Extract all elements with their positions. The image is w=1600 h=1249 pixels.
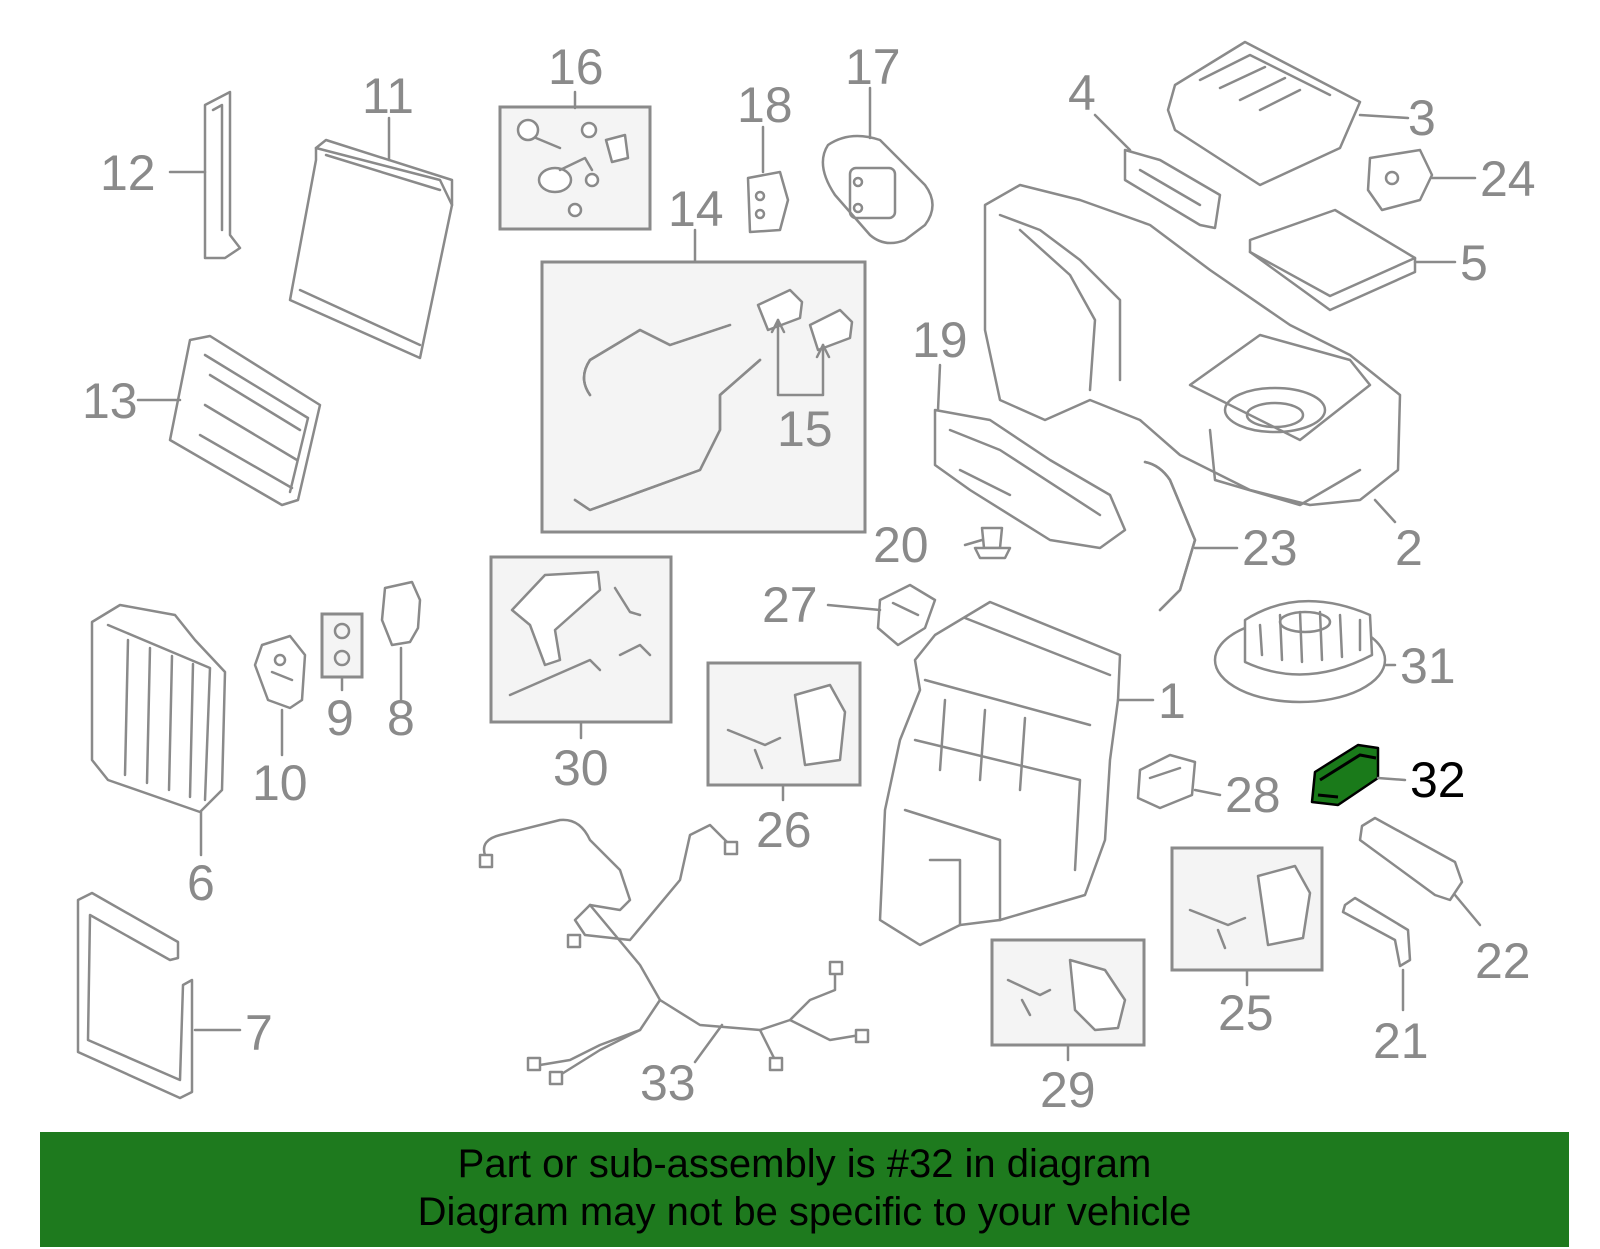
part-12-bracket[interactable] <box>203 90 242 260</box>
banner-line-1: Part or sub-assembly is #32 in diagram <box>457 1142 1152 1186</box>
callout-27: 27 <box>762 577 818 633</box>
callout-2: 2 <box>1395 520 1423 576</box>
part-26-actuator[interactable] <box>726 683 847 770</box>
callout-9: 9 <box>326 690 354 746</box>
part-main-housing[interactable] <box>983 183 1402 507</box>
callout-20: 20 <box>873 517 929 573</box>
part-5-filter[interactable] <box>1248 208 1417 312</box>
group-box-14 <box>540 260 867 534</box>
part-29-actuator[interactable] <box>1006 958 1127 1032</box>
callout-8: 8 <box>387 690 415 746</box>
part-11-core[interactable] <box>288 138 454 360</box>
callout-11: 11 <box>362 68 414 124</box>
part-3-duct[interactable] <box>1166 40 1362 187</box>
part-20-screw[interactable] <box>973 526 1012 560</box>
callout-17: 17 <box>845 39 901 95</box>
callout-33: 33 <box>640 1055 696 1111</box>
callout-14: 14 <box>668 181 724 237</box>
part-10-valve[interactable] <box>253 634 307 710</box>
part-23-drain-hose[interactable] <box>1143 460 1197 612</box>
part-27-actuator[interactable] <box>876 583 937 647</box>
part-13-heater-core[interactable] <box>168 334 322 507</box>
callout-12: 12 <box>100 145 156 201</box>
group-box-9 <box>320 612 364 679</box>
callout-26: 26 <box>756 802 812 858</box>
callout-1: 1 <box>1158 673 1186 729</box>
callout-16: 16 <box>548 39 604 95</box>
part-30-linkage[interactable] <box>508 570 652 697</box>
callout-23: 23 <box>1242 520 1298 576</box>
callout-19: 19 <box>912 312 968 368</box>
callout-5: 5 <box>1460 235 1488 291</box>
part-19-duct[interactable] <box>933 408 1127 550</box>
callout-28: 28 <box>1225 767 1281 823</box>
part-18-sensor[interactable] <box>746 170 790 234</box>
info-banner: Part or sub-assembly is #32 in diagram D… <box>40 1132 1569 1247</box>
part-22-sensor[interactable] <box>1358 816 1464 902</box>
part-16-fittings[interactable] <box>516 118 630 218</box>
banner-line-2: Diagram may not be specific to your vehi… <box>417 1190 1192 1234</box>
callout-21: 21 <box>1373 1013 1429 1069</box>
part-9-seals[interactable] <box>333 622 351 667</box>
callout-7: 7 <box>245 1005 273 1061</box>
part-6-evaporator[interactable] <box>90 603 227 814</box>
callout-15: 15 <box>777 401 833 457</box>
callout-32: 32 <box>1410 752 1466 808</box>
callout-29: 29 <box>1040 1062 1096 1118</box>
part-14-hoses[interactable] <box>573 323 762 512</box>
callout-4: 4 <box>1068 65 1096 121</box>
part-21-sensor[interactable] <box>1341 896 1412 968</box>
callout-18: 18 <box>737 77 793 133</box>
part-8-valve[interactable] <box>380 580 422 647</box>
parts-diagram: 12 11 13 16 18 17 14 15 4 3 24 5 19 2 20… <box>76 39 1536 1118</box>
part-7-gasket[interactable] <box>76 891 194 1100</box>
part-17-gasket[interactable] <box>821 134 934 245</box>
callout-10: 10 <box>252 755 308 811</box>
part-28-module[interactable] <box>1136 753 1197 810</box>
part-1-housing[interactable] <box>878 600 1122 947</box>
part-31-blower-motor[interactable] <box>1213 600 1387 704</box>
part-4-seal[interactable] <box>1123 148 1222 230</box>
callout-22: 22 <box>1475 933 1531 989</box>
callout-13: 13 <box>82 373 138 429</box>
callout-25: 25 <box>1218 985 1274 1041</box>
part-24-bracket[interactable] <box>1366 148 1434 212</box>
callout-30: 30 <box>553 740 609 796</box>
callout-31: 31 <box>1400 638 1456 694</box>
part-32-highlighted[interactable] <box>1310 743 1380 807</box>
part-33-wiring-harness[interactable] <box>478 818 870 1086</box>
callout-6: 6 <box>187 855 215 911</box>
callout-24: 24 <box>1480 151 1536 207</box>
part-15-clips[interactable] <box>756 288 854 397</box>
callout-3: 3 <box>1408 90 1436 146</box>
leader-lines <box>136 86 1482 1064</box>
part-25-actuator[interactable] <box>1188 864 1312 950</box>
